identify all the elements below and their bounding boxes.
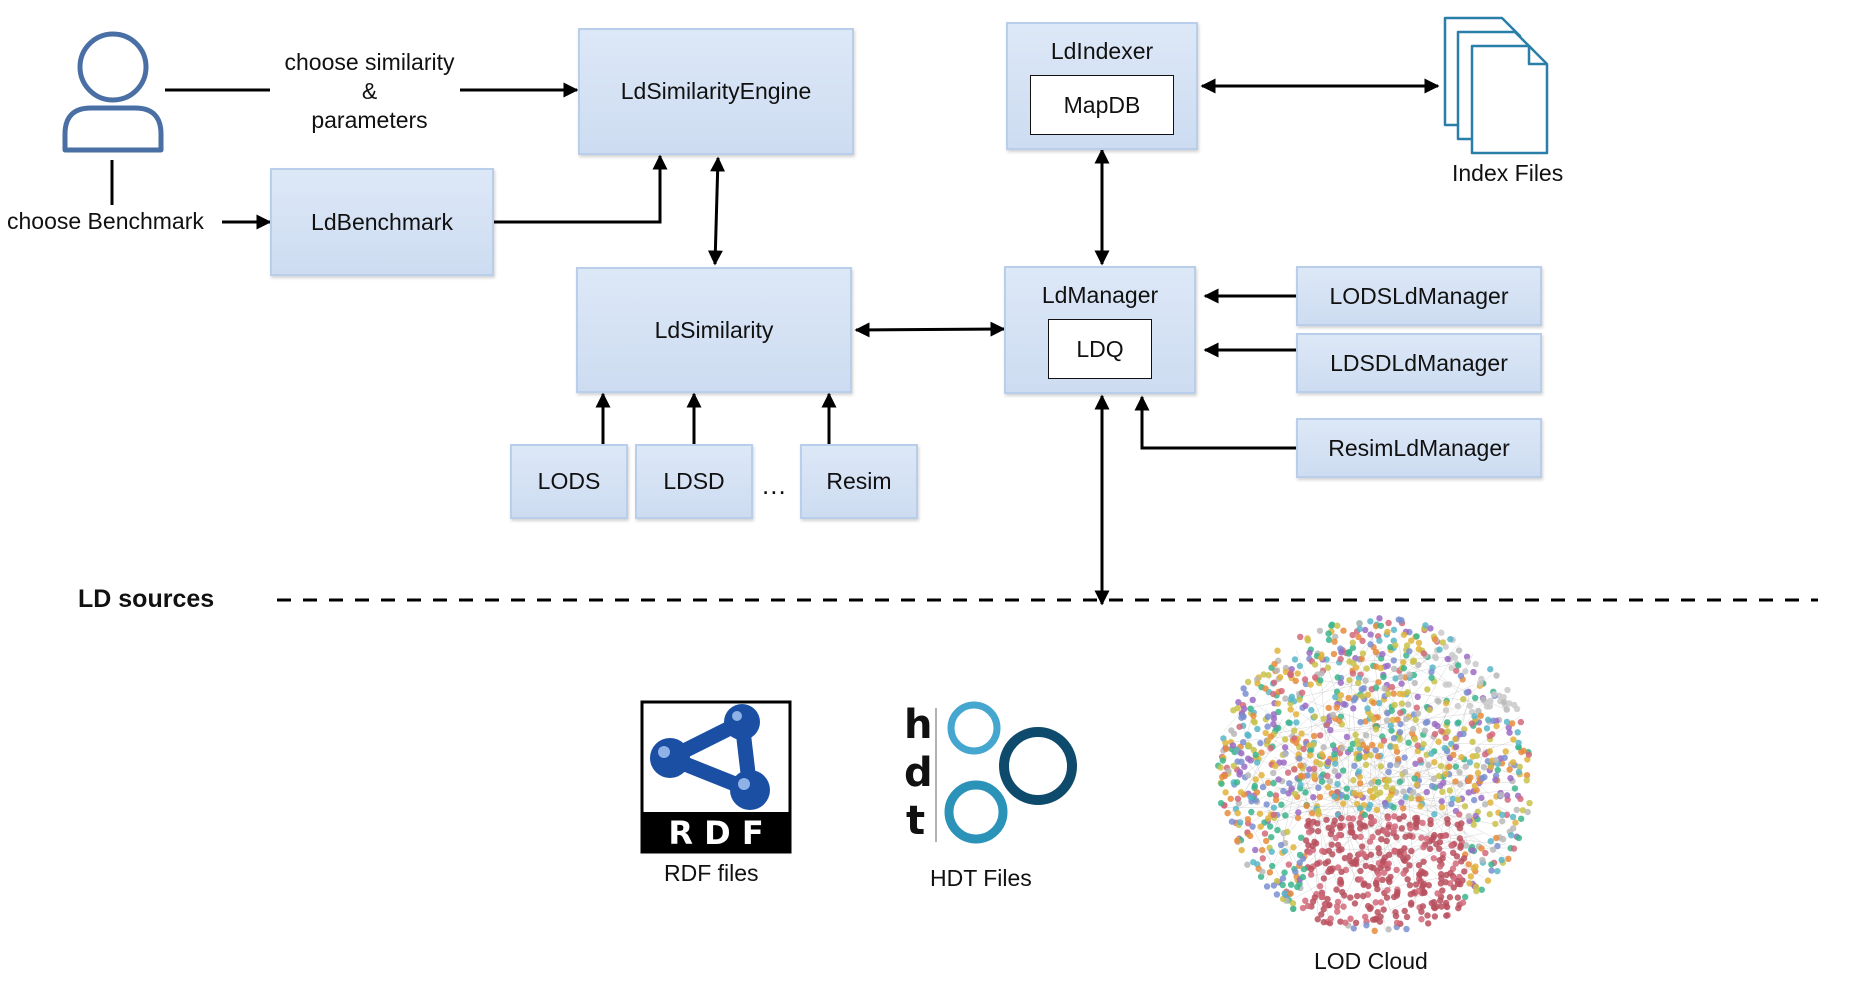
ld-manager-title: LdManager	[1041, 282, 1159, 308]
mapdb-box[interactable]: MapDB	[1030, 75, 1174, 135]
arrow-resimmanager-manager	[1134, 395, 1300, 450]
arrow-benchmark-to-engine	[493, 154, 668, 224]
lod-cloud-label: LOD Cloud	[1314, 948, 1428, 974]
hdt-letter-d: d	[904, 750, 933, 796]
index-files-label: Index Files	[1452, 160, 1564, 186]
hdt-letter-h: h	[904, 702, 932, 748]
rdf-files-label: RDF files	[664, 860, 759, 886]
lods-box[interactable]: LODS	[510, 444, 628, 519]
ld-similarity-engine-box[interactable]: LdSimilarityEngine	[578, 28, 854, 155]
arrow-similarity-manager	[854, 321, 1006, 338]
choose-benchmark-label: choose Benchmark	[7, 208, 204, 234]
ld-indexer-title: LdIndexer	[1050, 38, 1154, 64]
index-files-icon	[1443, 16, 1549, 155]
ellipsis-label: ...	[762, 470, 787, 500]
ld-sources-label: LD sources	[78, 585, 215, 613]
arrow-engine-similarity	[707, 156, 726, 266]
ld-manager-box[interactable]: LdManager LDQ	[1004, 266, 1196, 394]
resim-box[interactable]: Resim	[800, 444, 918, 519]
ldsd-box[interactable]: LDSD	[635, 444, 753, 519]
rdf-logo-text: R D F	[668, 814, 763, 852]
ld-indexer-box[interactable]: LdIndexer MapDB	[1006, 22, 1198, 150]
user-icon	[62, 31, 164, 153]
ldq-box[interactable]: LDQ	[1048, 319, 1152, 379]
hdt-letter-t: t	[906, 798, 925, 844]
ld-benchmark-box[interactable]: LdBenchmark	[270, 168, 494, 276]
hdt-files-label: HDT Files	[930, 865, 1032, 891]
choose-similarity-label: choose similarity & parameters	[284, 49, 455, 133]
hdt-logo: h d t	[904, 701, 1077, 844]
ld-similarity-box[interactable]: LdSimilarity	[576, 267, 852, 393]
lods-ld-manager-box[interactable]: LODSLdManager	[1296, 266, 1542, 326]
rdf-logo: R D F	[640, 700, 792, 854]
ldsd-ld-manager-box[interactable]: LDSDLdManager	[1296, 333, 1542, 393]
resim-ld-manager-box[interactable]: ResimLdManager	[1296, 418, 1542, 478]
lod-cloud-image	[1215, 615, 1533, 935]
